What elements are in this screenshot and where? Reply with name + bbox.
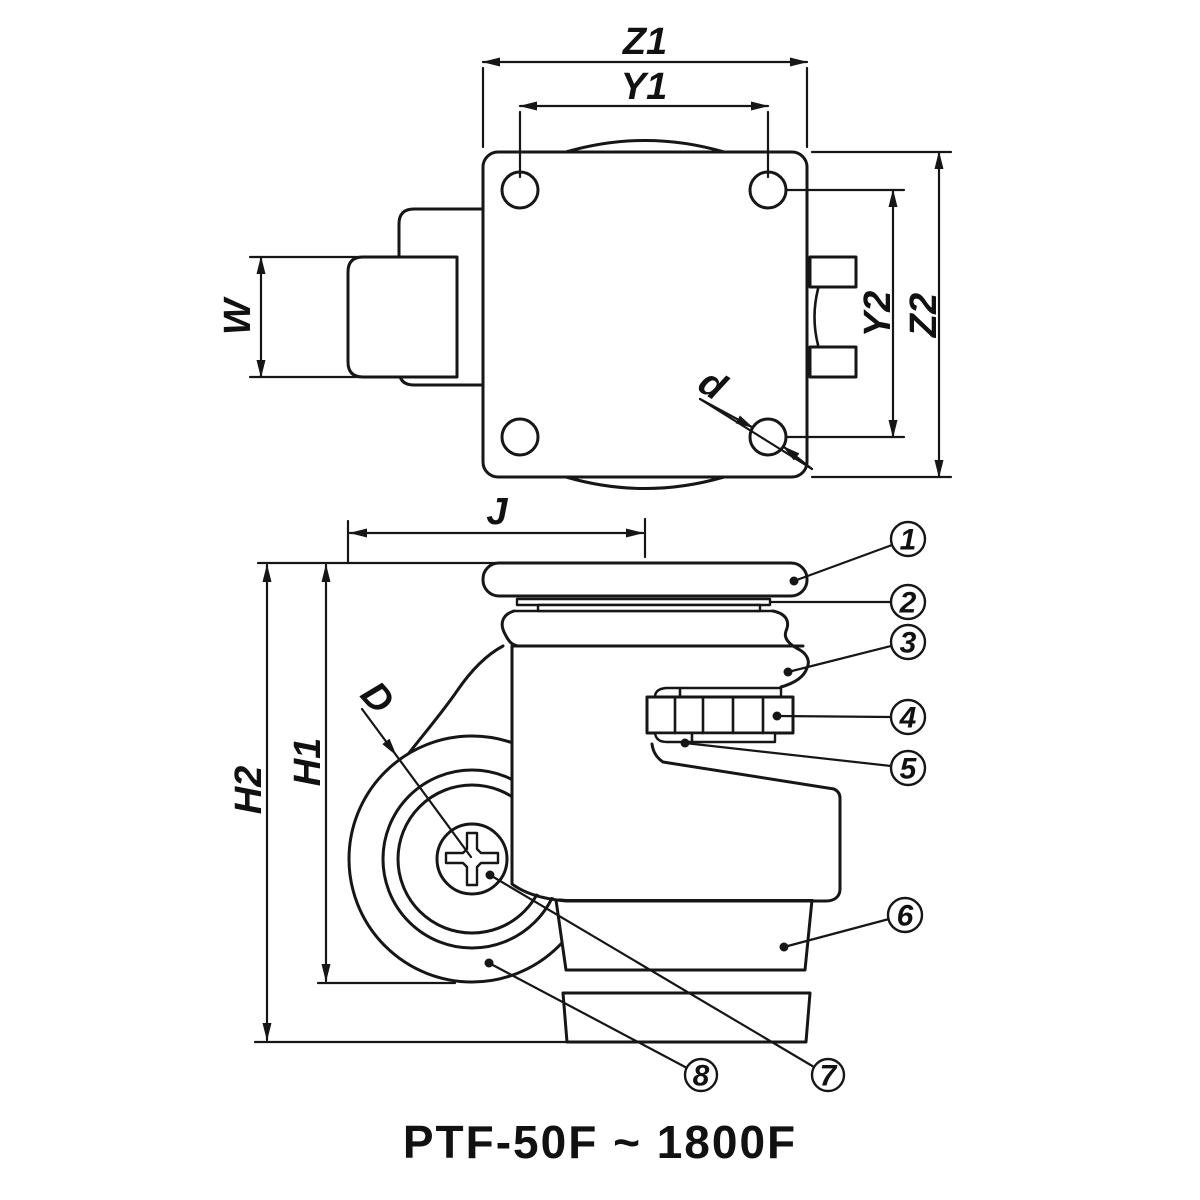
callout-3-number: 3 — [900, 627, 917, 660]
phillips-cross-icon — [444, 831, 500, 887]
callout-4-number: 4 — [899, 702, 917, 735]
callout-4 — [889, 698, 927, 736]
callout-6-number: 6 — [897, 900, 914, 933]
foot-pad-lower — [561, 991, 812, 1044]
callout-balloons: 1 2 3 4 5 6 7 8 — [683, 520, 927, 1093]
dim-label-z2: Z2 — [903, 293, 945, 338]
dim-label-y1: Y1 — [621, 66, 667, 108]
top-pad — [481, 561, 809, 598]
foot-pad-upper — [554, 898, 814, 972]
mounting-plate — [481, 150, 809, 479]
knob-bottom-strip — [653, 731, 777, 744]
dim-label-w: W — [217, 296, 259, 335]
dim-label-y2: Y2 — [857, 291, 899, 337]
drawing-title: PTF-50F ~ 1800F — [403, 1116, 797, 1168]
side-view: J H2 H1 D — [228, 491, 927, 1093]
fork-neck-curve — [407, 644, 505, 755]
adjuster-arc — [813, 287, 820, 347]
callout-1 — [889, 520, 927, 558]
callout-2 — [889, 583, 927, 621]
adjuster-tab-top — [808, 255, 858, 289]
dim-j: J — [346, 491, 647, 565]
collar-left-profile — [500, 609, 520, 648]
housing-body-fill — [512, 646, 838, 899]
dim-label-h1: H1 — [287, 738, 329, 787]
dim-y1: Y1 — [518, 66, 770, 179]
dim-label-d-wheel: D — [352, 674, 402, 723]
dim-h1: H1 — [287, 563, 457, 985]
handle-tongue — [346, 255, 459, 379]
callout-8-number: 8 — [693, 1060, 710, 1093]
dim-label-j: J — [486, 491, 508, 533]
dim-y2: Y2 — [784, 188, 906, 439]
dim-w: W — [217, 255, 454, 379]
adjuster-tab-bottom — [808, 345, 858, 379]
wheel-bulge-bottom-arc — [564, 475, 726, 490]
dim-h2: H2 — [228, 563, 272, 1042]
bolt-hole-bottom-left — [500, 417, 540, 457]
dim-z1: Z1 — [481, 21, 809, 149]
collar-right-profile — [771, 609, 810, 689]
callout-2-number: 2 — [899, 587, 917, 620]
callout-8 — [683, 1057, 719, 1093]
callout-leaders — [484, 543, 894, 1070]
knob-dial — [645, 695, 795, 735]
callout-7 — [810, 1057, 846, 1093]
callout-7-number: 7 — [820, 1060, 838, 1093]
callout-5 — [889, 749, 927, 787]
callout-3 — [889, 623, 927, 661]
dim-label-h2: H2 — [228, 766, 270, 815]
wheel-bulge-top-arc — [564, 139, 726, 154]
callout-1-number: 1 — [900, 524, 917, 557]
housing-body — [510, 644, 842, 903]
dim-label-z1: Z1 — [622, 21, 667, 63]
dim-z2: Z2 — [810, 150, 953, 479]
callout-5-number: 5 — [900, 753, 918, 786]
spacer-plate-2 — [536, 603, 762, 613]
top-view: Z1 Y1 W Y2 Z2 — [217, 21, 953, 490]
callout-6 — [886, 896, 924, 934]
